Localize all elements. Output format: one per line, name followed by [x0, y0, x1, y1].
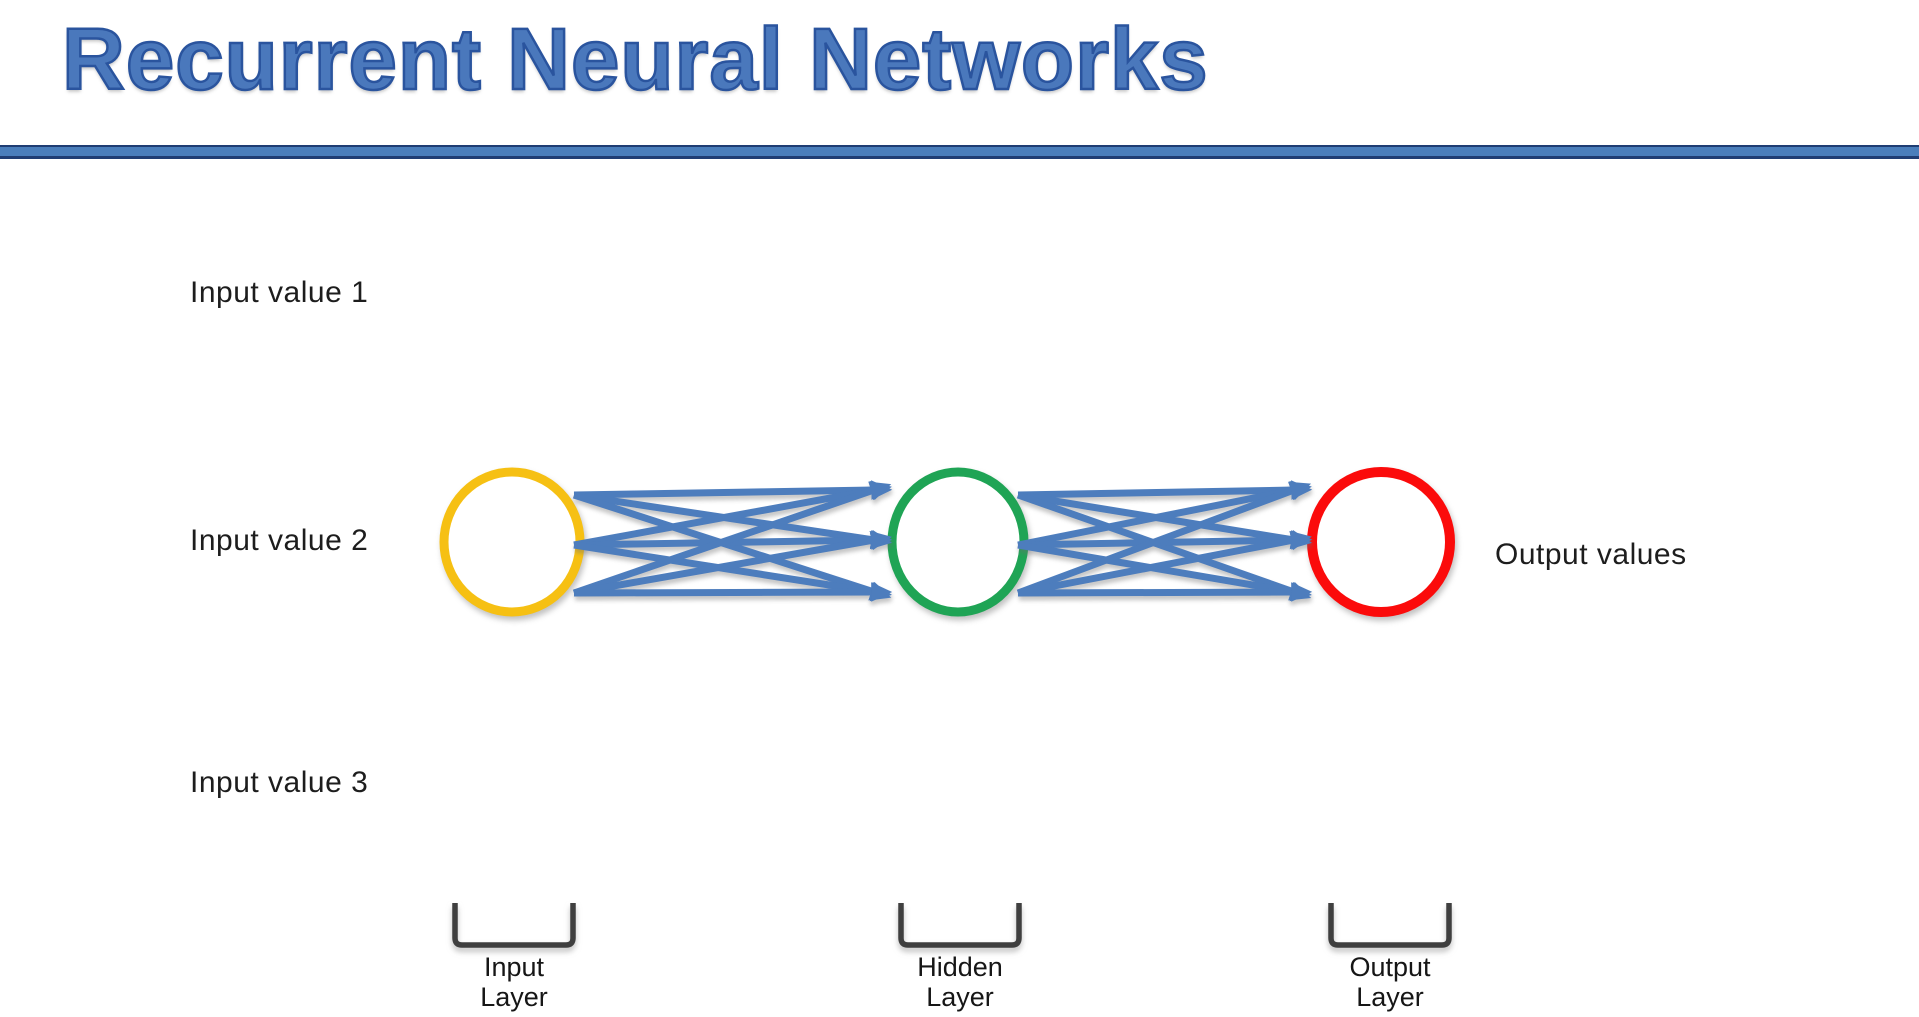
- layer-caption-line: Layer: [1356, 982, 1424, 1012]
- connection-arrow: [1017, 480, 1313, 500]
- connection-arrow: [573, 582, 893, 602]
- input-value-1-label: Input value 1: [190, 276, 369, 309]
- layer-caption-line: Hidden: [917, 952, 1003, 982]
- connection-arrow: [1017, 480, 1312, 549]
- input-value-3-label: Input value 3: [190, 766, 369, 799]
- input-layer-node: [439, 467, 585, 617]
- connection-arrow: [573, 530, 892, 597]
- layer-bracket: [1328, 903, 1452, 948]
- layer-caption-line: Layer: [926, 982, 994, 1012]
- layer-bracket: [898, 903, 1022, 948]
- layer-caption-line: Input: [483, 952, 545, 982]
- layer-caption-line: Layer: [480, 982, 548, 1012]
- connection-arrow: [573, 480, 893, 500]
- layer-caption-line: Output: [1349, 952, 1431, 982]
- title-divider: [0, 145, 1919, 159]
- connection-arrow: [1017, 582, 1313, 602]
- hidden-layer-node: [887, 467, 1029, 617]
- connection-arrow: [573, 480, 892, 549]
- connection-arrow: [1017, 530, 1312, 597]
- input-value-2-label: Input value 2: [190, 524, 369, 557]
- slide-title: Recurrent Neural Networks: [61, 10, 1209, 110]
- connection-arrow: [1016, 481, 1312, 597]
- layer-bracket: [452, 903, 576, 948]
- input-layer-caption: Input Layer: [480, 952, 548, 1012]
- hidden-layer-caption: Hidden Layer: [917, 952, 1003, 1012]
- connection-arrow: [572, 481, 892, 597]
- output-layer-node: [1307, 467, 1455, 617]
- output-layer-caption: Output Layer: [1349, 952, 1430, 1012]
- output-values-label: Output values: [1495, 538, 1687, 571]
